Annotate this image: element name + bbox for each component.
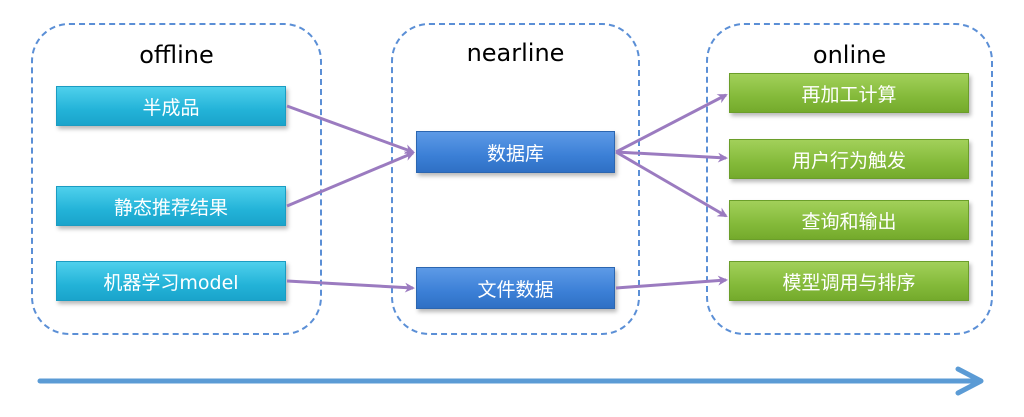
node-query-output: 查询和输出 [729, 200, 969, 240]
offline-title: offline [139, 41, 214, 69]
node-file-data: 文件数据 [416, 267, 615, 309]
node-ml-model: 机器学习model [56, 261, 286, 301]
node-model-ranking: 模型调用与排序 [729, 261, 969, 301]
node-semi-finished: 半成品 [56, 86, 286, 126]
nearline-title: nearline [466, 39, 565, 67]
node-user-behavior: 用户行为触发 [729, 139, 969, 179]
node-reprocess: 再加工计算 [729, 73, 969, 113]
online-title: online [812, 41, 887, 69]
node-static-results: 静态推荐结果 [56, 186, 286, 226]
node-database: 数据库 [416, 131, 615, 173]
